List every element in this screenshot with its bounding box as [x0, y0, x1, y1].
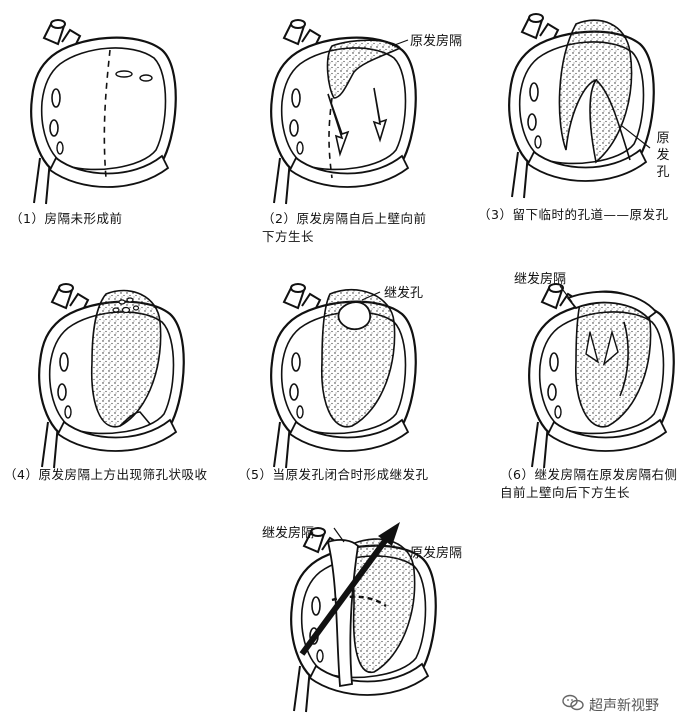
- growth-arrow-left: [327, 93, 350, 157]
- secondary-septum-shape: [566, 290, 658, 320]
- blood-flow-arrow: [299, 532, 393, 656]
- foramen-ovale-dashed-line: [331, 595, 387, 607]
- future-septum-dashed-line: [103, 49, 111, 179]
- panel-2-caption: （2）原发房隔自后上壁向前 下方生长: [262, 211, 427, 244]
- panel-6-diagram: [520, 282, 700, 470]
- growth-arrow-right: [372, 87, 388, 143]
- secondary-foramen-label: 继发孔: [384, 286, 424, 301]
- primary-septum-shape: [558, 19, 633, 164]
- fenestrations: [112, 297, 140, 314]
- panel-6-caption: （6）继发房隔在原发房隔右侧 自前上壁向后下方生长: [500, 467, 678, 500]
- panel-4-diagram: [30, 282, 210, 470]
- primary-septum-shape: [326, 39, 402, 99]
- primary-foramen-label: 原 发 孔: [656, 131, 670, 180]
- secondary-septum-shape: [326, 539, 359, 688]
- panel-4-caption: （4）原发房隔上方出现筛孔状吸收: [4, 467, 208, 482]
- secondary-septum-label: 继发房隔: [514, 272, 567, 287]
- panel-7-diagram: [282, 522, 482, 716]
- secondary-septum-label-final: 继发房隔: [262, 526, 315, 541]
- wechat-icon: [562, 694, 584, 716]
- primary-septum-shape: [321, 289, 396, 428]
- panel-2-diagram: [262, 18, 462, 206]
- blood-flow-arrow-head: [378, 522, 400, 546]
- primary-septum-shape: [90, 289, 162, 428]
- primary-foramen-gap: [595, 79, 631, 161]
- primary-septum-shape: [351, 538, 416, 674]
- primary-septum-label: 原发房隔: [410, 34, 463, 49]
- secondary-foramen-hole: [337, 301, 371, 331]
- primary-septum-label-final: 原发房隔: [410, 546, 463, 561]
- panel-5-diagram: [262, 282, 442, 470]
- panel-3-caption: （3）留下临时的孔道——原发孔: [478, 207, 669, 222]
- watermark: 超声新视野: [562, 694, 659, 716]
- panel-1-diagram: [22, 18, 202, 206]
- panel-1-caption: （1）房隔未形成前: [10, 211, 123, 226]
- panel-3-diagram: [500, 12, 680, 202]
- panel-5-caption: （5）当原发孔闭合时形成继发孔: [238, 467, 429, 482]
- watermark-text: 超声新视野: [589, 698, 659, 714]
